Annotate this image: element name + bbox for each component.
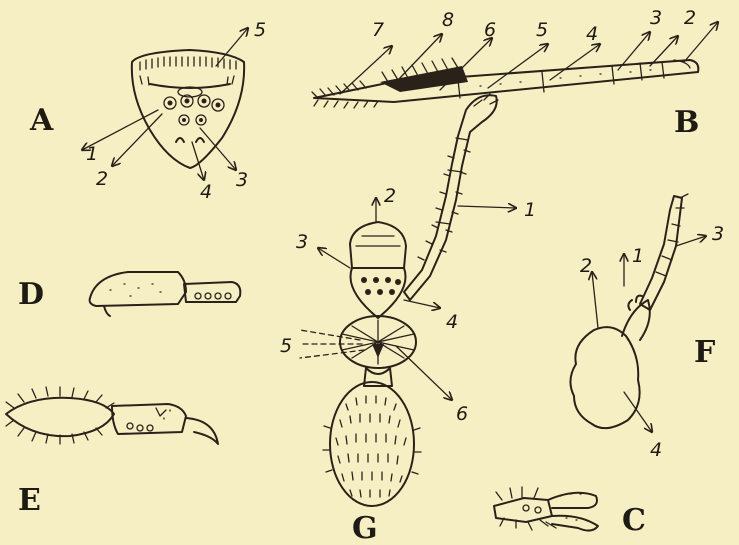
figure-b-label-4: 4 [586,23,598,45]
figure-label-d: D [18,277,44,312]
figure-g-spider: G 1 2 3 4 5 6 [280,94,536,545]
figure-label-c: C [622,503,646,538]
figure-label-g: G [352,511,378,545]
figure-b-label-3: 3 [650,7,662,29]
figure-a-label-5: 5 [254,19,266,41]
figure-b-label-6: 6 [484,19,496,41]
figure-b-label-5: 5 [536,19,548,41]
figure-f-label-2: 2 [580,255,592,277]
figure-label-a: A [29,103,54,138]
figure-g-label-2: 2 [384,185,396,207]
figure-a-label-4: 4 [200,181,212,203]
figure-f-palp-side: F 1 2 3 4 [570,194,724,461]
figure-f-label-3: 3 [712,223,724,245]
figure-f-label-1: 1 [632,245,644,267]
figure-g-label-1: 1 [524,199,536,221]
figure-d-palp: D [18,272,240,316]
figure-g-label-6: 6 [456,403,468,425]
figure-g-label-3: 3 [296,231,308,253]
figure-a-head-front: A 1 2 3 4 5 [29,19,266,203]
figure-label-e: E [18,483,41,518]
figure-b-leg: B 2 3 4 5 6 7 8 [312,7,718,140]
figure-f-label-4: 4 [650,439,662,461]
figure-b-label-7: 7 [372,19,384,41]
figure-label-b: B [674,105,699,140]
figure-g-label-5: 5 [280,335,292,357]
figure-a-label-3: 3 [236,169,248,191]
figure-a-label-1: 1 [86,143,98,165]
figure-b-label-8: 8 [442,9,454,31]
figure-a-label-2: 2 [96,168,108,190]
figure-b-label-2: 2 [684,7,696,29]
figure-e-hairy-palp: E [6,387,218,518]
figure-label-f: F [694,335,715,370]
figure-c-claw: C [494,487,646,538]
figure-g-label-4: 4 [446,311,458,333]
